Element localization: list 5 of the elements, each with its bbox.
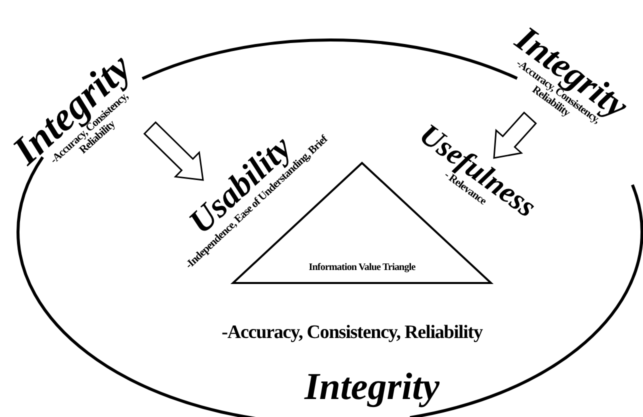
block-arrow [493,112,537,159]
heading-text: Integrity [304,365,440,409]
note-text: -Accuracy, Consistency, Reliability [222,322,482,344]
triangle-label: Information Value Triangle [308,262,416,273]
block-arrow [143,121,204,181]
